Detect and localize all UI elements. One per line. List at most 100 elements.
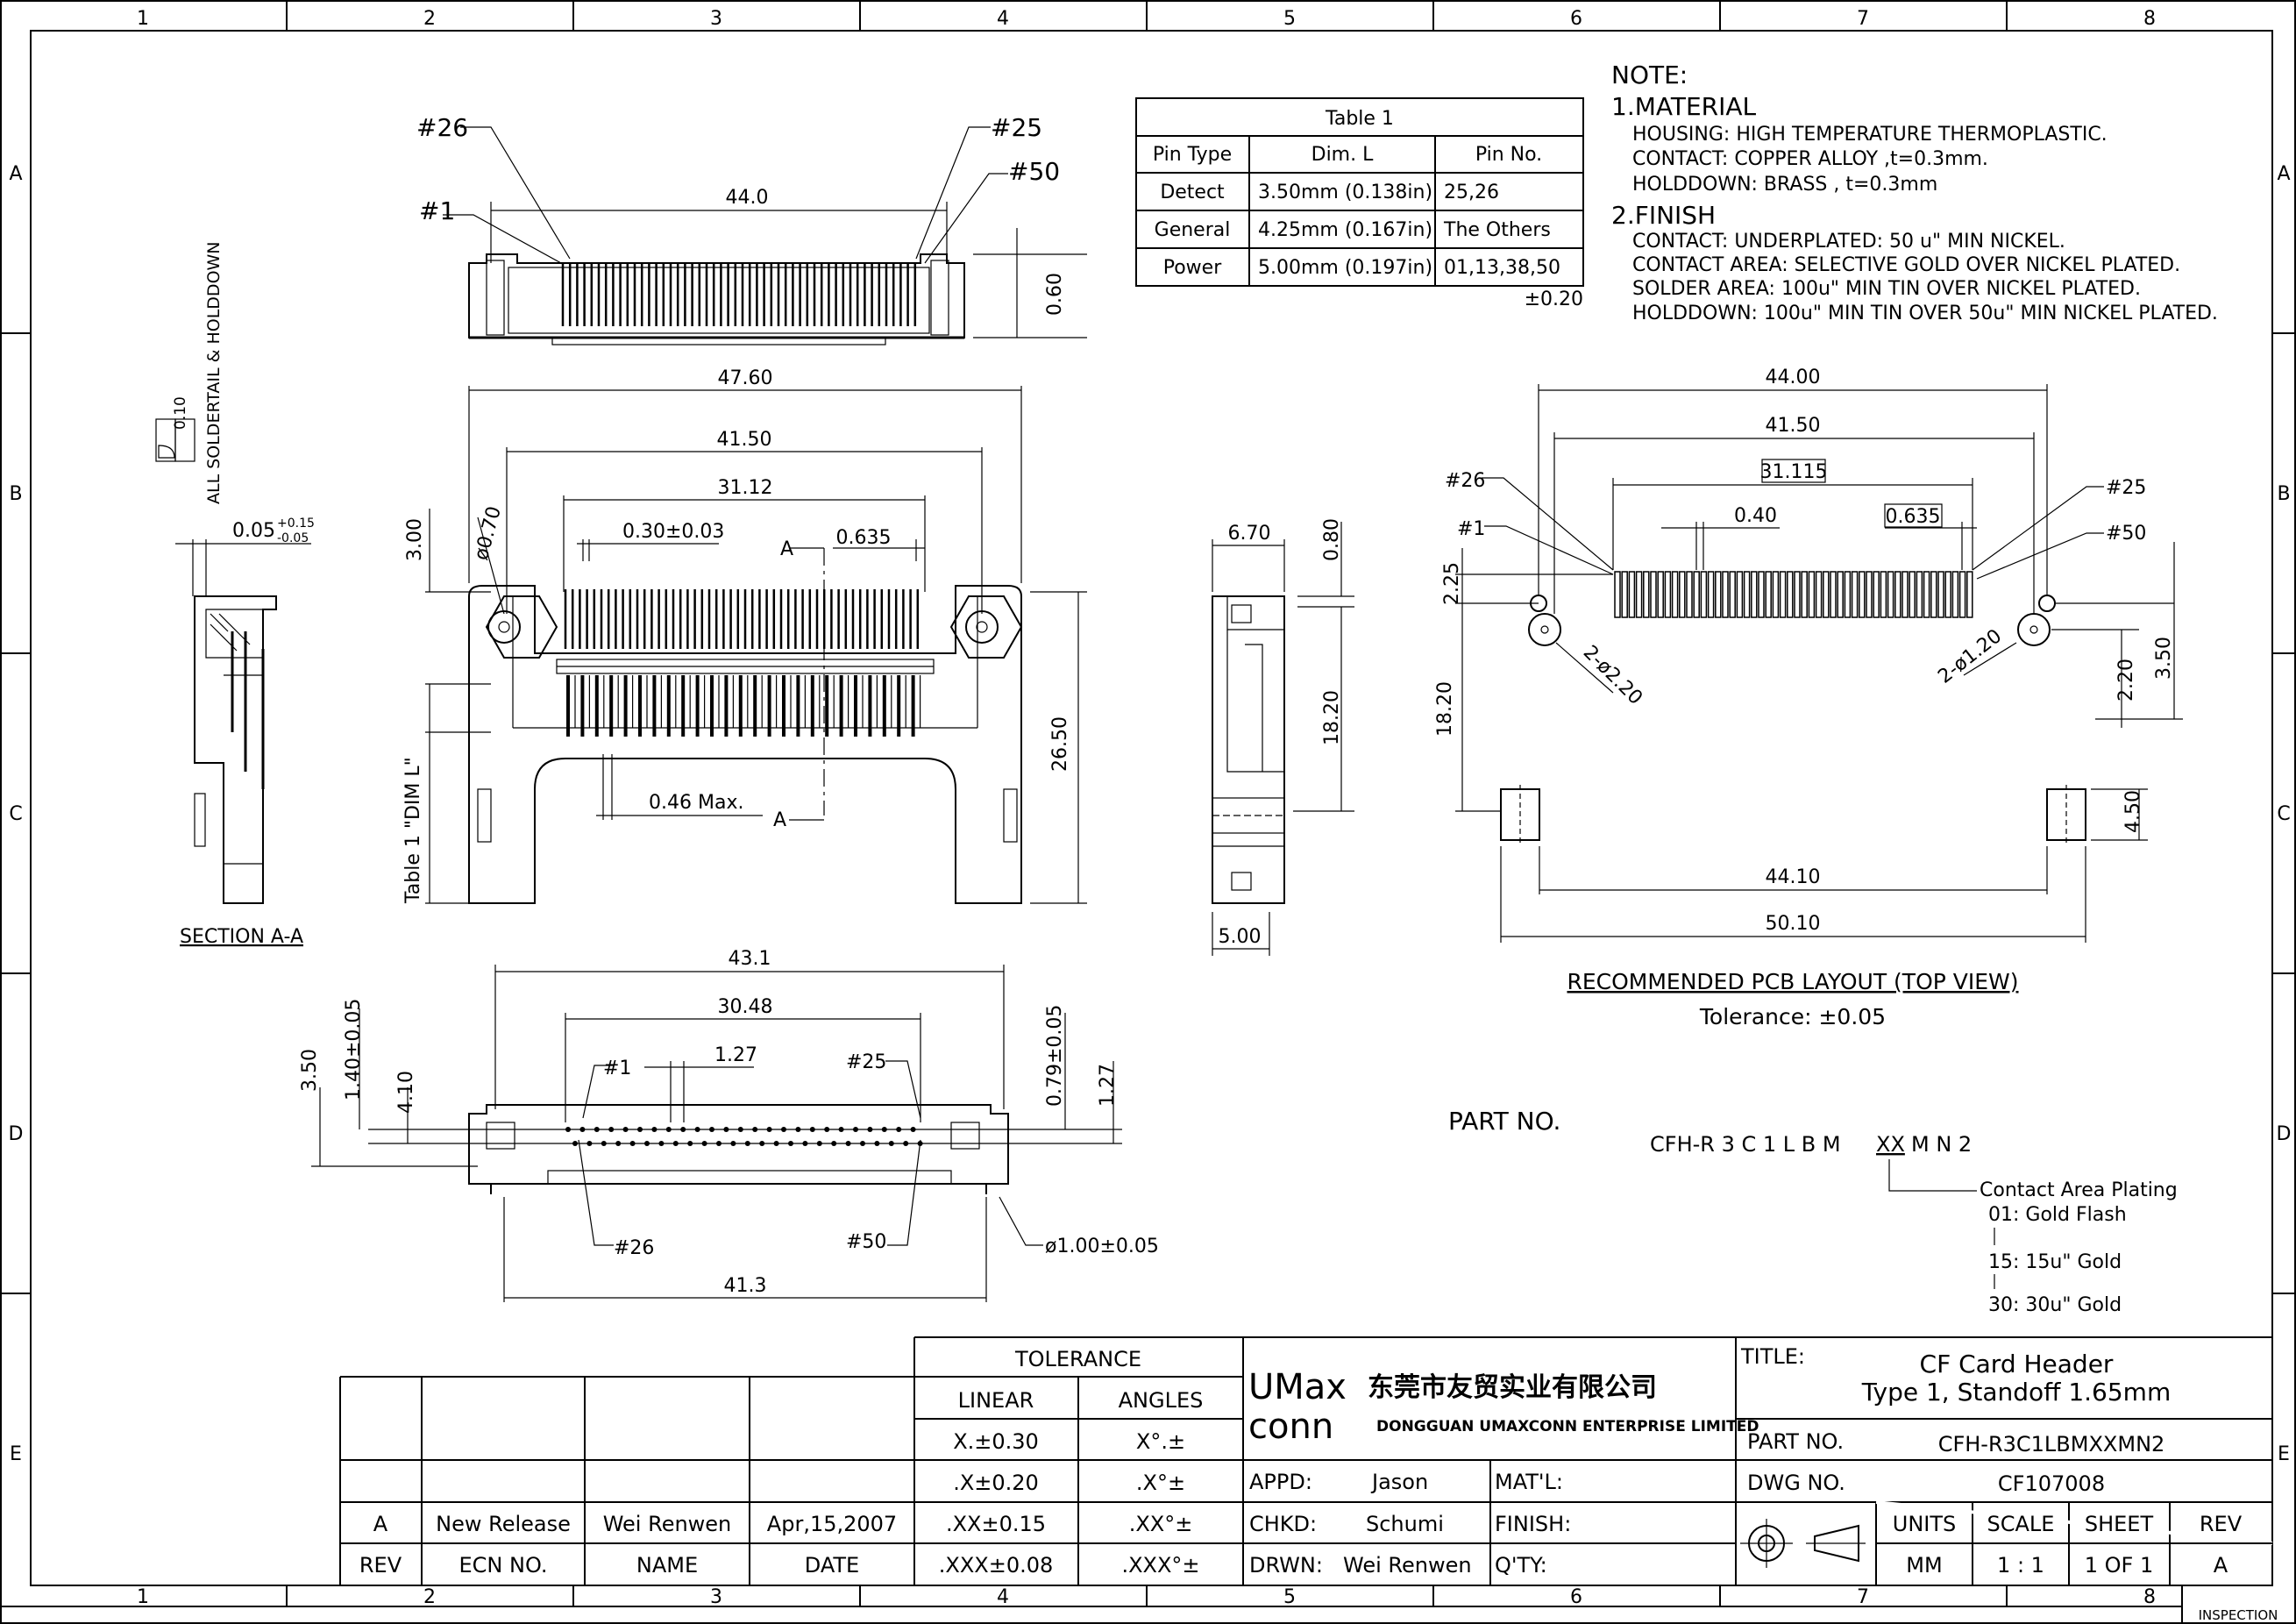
pcb-pad [1671,571,1679,618]
company-name-cn: 东莞市友贸实业有限公司 [1368,1372,1657,1403]
pcb-pad [1887,571,1894,618]
row-label-left: E [10,1443,22,1465]
dim-127: 1.27 [714,1044,757,1066]
pcb-pad [1966,571,1973,618]
pcb-dim-350: 3.50 [2153,637,2175,680]
table-title: Table 1 [1325,108,1394,130]
pcb-pad [1736,571,1744,618]
pcb-dim-hole-220: 2-ø2.20 [1579,642,1646,709]
plating-option: 15: 15u" Gold [1988,1251,2122,1273]
pcb-pad [1635,571,1643,618]
tolerance-header: TOLERANCE [1014,1347,1141,1371]
label-pin50: #50 [1008,157,1060,186]
title-block: TOLERANCE LINEAR ANGLES X.±0.30 .X±0.20 … [339,1336,2273,1585]
part-code-suffix: M N 2 [1911,1132,1972,1157]
pcb-dim-0635: 0.635 [1886,506,1941,528]
dim-413: 41.3 [724,1275,767,1297]
name-header: NAME [636,1553,698,1578]
dim-500: 5.00 [1219,926,1262,948]
bottom-view: 43.1 30.48 1.27 #1 #25 #26 #50 41.3 ø1.0… [299,948,1159,1302]
col-label-top: 8 [2143,8,2156,30]
dim-127-vertical: 1.27 [1097,1064,1119,1107]
col-label-top: 5 [1283,8,1296,30]
dim-overall: 47.60 [718,367,773,389]
units-label: UNITS [1893,1512,1957,1536]
company-name-en: DONGGUAN UMAXCONN ENTERPRISE LIMITED [1376,1418,1759,1435]
plating-option: 01: Gold Flash [1988,1204,2127,1226]
label-pin26: #26 [614,1237,654,1259]
pcb-pad [1944,571,1951,618]
pcb-label-pin25: #25 [2106,477,2146,499]
pcb-pad [1873,571,1880,618]
dim-height: 0.60 [1044,273,1066,316]
section-title: SECTION A-A [180,926,303,948]
sheet-value: 1 OF 1 [2085,1553,2154,1578]
material-line: HOUSING: HIGH TEMPERATURE THERMOPLASTIC. [1632,124,2108,146]
pcb-tolerance: Tolerance: ±0.05 [1699,1004,1886,1029]
pcb-pad-row [1614,571,1973,618]
label-pin26: #26 [416,113,468,142]
dim-2650: 26.50 [1049,716,1071,772]
col-label-bottom: 4 [997,1586,1009,1608]
dwgno-label: DWG NO. [1747,1471,1845,1495]
logo-conn: conn [1248,1407,1333,1447]
pcb-pad [1621,571,1628,618]
plating-title: Contact Area Plating [1980,1179,2178,1201]
pcb-pad [1815,571,1823,618]
angles-header: ANGLES [1119,1388,1204,1413]
dwgno-value: CF107008 [1998,1471,2105,1496]
linear-tol: .X±0.20 [953,1471,1039,1495]
drawing-title-2: Type 1, Standoff 1.65mm [1861,1378,2171,1407]
pcb-layout: 44.00 41.50 31.115 0.40 0.635 #26 #1 #25… [1434,367,2183,1029]
pcb-pad [1894,571,1901,618]
row-label-right: D [2277,1123,2292,1145]
pcb-pad [1930,571,1937,618]
notes-heading: NOTE: [1611,61,1688,89]
plating-option: 30: 30u" Gold [1988,1294,2122,1316]
offset-value: 0.05 [232,520,275,542]
front-view-pin-tails [566,675,921,737]
dim-080: 0.80 [1321,518,1343,561]
dim-079: 0.79±0.05 [1044,1005,1066,1107]
pcb-pad [1787,571,1794,618]
dim-pitch: 0.635 [836,527,892,549]
pcb-pad [1909,571,1916,618]
partno-value: CFH-R3C1LBMXXMN2 [1938,1432,2165,1457]
col-label-bottom: 5 [1283,1586,1296,1608]
pcb-pad [1916,571,1923,618]
col-label-bottom: 2 [423,1586,436,1608]
col-label-top: 4 [997,8,1009,30]
drwn-value: Wei Renwen [1343,1553,1472,1578]
appd-value: Jason [1370,1470,1428,1494]
pcb-pad [1715,571,1722,618]
pcb-pad [1772,571,1780,618]
qty-label: Q'TY: [1495,1553,1547,1578]
dim-140: 1.40±0.05 [343,999,365,1100]
partno-label: PART NO. [1747,1429,1844,1454]
pcb-pad [1880,571,1887,618]
col-label-bottom: 6 [1570,1586,1582,1608]
pcb-dim-040: 0.40 [1734,505,1777,527]
table-cell: General [1155,219,1231,241]
top-view: 44.0 0.60 #26 #1 #25 #50 [416,113,1087,345]
row-label-right: B [2277,483,2290,505]
part-no-label: PART NO. [1448,1107,1560,1136]
dim-4150: 41.50 [717,429,772,451]
part-code-xx: XX [1876,1132,1905,1157]
col-label-top: 7 [1857,8,1869,30]
ecn-cell: New Release [436,1512,571,1536]
col-label-bottom: 8 [2143,1586,2156,1608]
pcb-title: RECOMMENDED PCB LAYOUT (TOP VIEW) [1567,969,2018,994]
pcb-dim-hole-120: 2-ø1.20 [1934,625,2006,688]
part-code-prefix: CFH-R 3 C 1 L B M [1650,1132,1841,1157]
row-label-left: A [9,163,22,185]
pcb-pad [1794,571,1801,618]
offset-minus: -0.05 [277,531,309,545]
col-label-top: 3 [710,8,722,30]
name-cell: Wei Renwen [603,1512,732,1536]
pcb-pad [1664,571,1672,618]
finish-label: FINISH: [1495,1512,1571,1536]
dim-max: 0.46 Max. [649,792,743,814]
linear-header: LINEAR [958,1388,1034,1413]
